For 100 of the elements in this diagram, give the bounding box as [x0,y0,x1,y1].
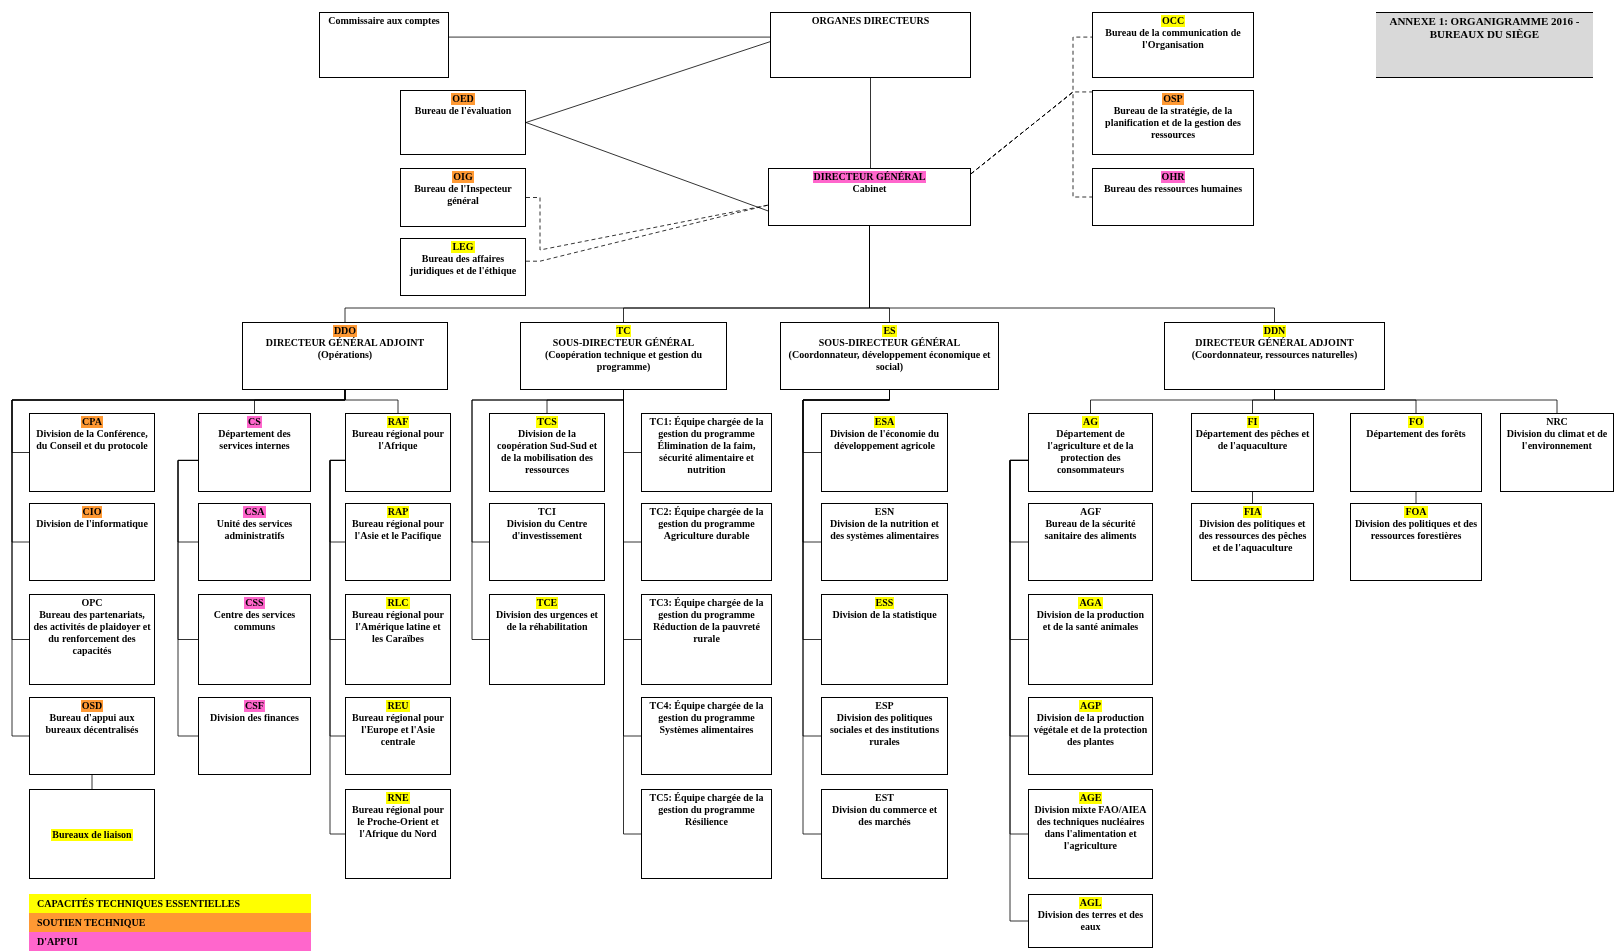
org-box [345,594,451,685]
unit-code: OED [451,93,475,105]
unit-description: Bureau de l'évaluation [414,105,512,117]
unit-code: DIRECTEUR GÉNÉRAL [812,171,927,183]
unit-code: FO [1408,416,1424,428]
unit-description: Bureau de l'Inspecteur général [413,183,513,207]
unit-code: OSP [1162,93,1184,105]
unit-code: CSF [244,700,265,712]
org-box [1350,413,1482,492]
unit-code: OCC [1160,15,1186,27]
unit-code: RLC [386,597,410,609]
org-box [780,322,999,390]
connector-line [525,122,769,212]
unit-code: OSD [80,700,104,712]
org-box [242,322,448,390]
unit-description: (Coordonnateur, ressources naturelles) [1191,349,1358,361]
unit-code: TCE [535,597,559,609]
legend-label: CAPACITÉS TECHNIQUES ESSENTIELLES [37,897,241,911]
org-box [641,697,772,775]
unit-code: AGP [1078,700,1103,712]
unit-code: DDN [1262,325,1287,337]
unit-description: Division des politiques et des ressources forestières [1354,518,1478,542]
org-box [821,789,948,879]
connector-line [1009,460,1029,922]
unit-description: Division des finances [210,712,299,724]
unit-name: Commissaire aux comptes [328,15,440,27]
unit-code: OIG [452,171,474,183]
org-box [641,413,772,492]
unit-description: Département des services internes [217,428,292,452]
connector-line [870,77,871,169]
unit-code: DDO [332,325,358,337]
connector-line [177,460,199,737]
unit-code: TC [615,325,632,337]
unit-code: Bureaux de liaison [51,829,133,841]
unit-description: Division mixte FAO/AIEA des techniques nucléaires dans l'alimentation et l'agriculture [1033,804,1148,852]
connector-line [525,204,769,262]
unit-description: Bureau régional pour l'Amérique latine et les Caraïbes [350,609,445,645]
unit-description: Département des pêches et de l'aquaculture [1195,428,1310,452]
connector-line [1252,491,1253,504]
title: ANNEXE 1: ORGANIGRAMME 2016 - BUREAUX DU SIÈGE [1388,15,1581,41]
org-box [1191,503,1314,581]
org-box [641,503,772,581]
unit-description: Division de la statistique [832,609,937,621]
org-box [345,789,451,879]
unit-description: Bureau régional pour l'Europe et l'Asie centrale [350,712,445,748]
org-box [1092,168,1254,226]
unit-description: Bureau de la communication de l'Organisation [1104,27,1242,51]
unit-name: EST [875,792,894,804]
org-box [1092,90,1254,155]
org-box [1092,12,1254,78]
org-box [198,594,311,685]
org-box [29,413,155,492]
unit-description: Bureau des partenariats, des activités de plaidoyer et du renforcement des capacités [33,609,151,657]
connector-line [448,36,771,38]
unit-description: SOUS-DIRECTEUR GÉNÉRAL [552,337,695,349]
unit-code: OHR [1160,171,1186,183]
org-box [29,697,155,775]
connector-line [970,91,1093,198]
unit-description: Division des urgences et de la réhabilitation [495,609,599,633]
unit-description: Division des politiques sociales et des institutions rurales [828,712,941,748]
org-box [489,503,605,581]
unit-name: TC4: Équipe chargée de la gestion du programme Systèmes alimentaires [648,700,765,736]
unit-description: Division de la production et de la santé animales [1035,609,1146,633]
unit-code: CSA [243,506,266,518]
unit-description: Bureau de la stratégie, de la planification et de la gestion des ressources [1104,105,1242,141]
org-box [489,413,605,492]
org-box [821,594,948,685]
unit-name: TC1: Équipe chargée de la gestion du programme Élimination de la faim, sécurité alimentaire et nutrition [648,416,765,476]
unit-code: CSS [244,597,265,609]
unit-description: Bureau régional pour l'Asie et le Pacifique [350,518,445,542]
unit-description: Bureau régional pour l'Afrique [350,428,445,452]
org-box [641,789,772,879]
org-box [29,594,155,685]
unit-name: ESP [875,700,894,712]
unit-description: Division du Centre d'investissement [505,518,589,542]
org-box [1350,503,1482,581]
unit-name: TC3: Équipe chargée de la gestion du programme Réduction de la pauvreté rurale [648,597,765,645]
unit-code: FOA [1404,506,1428,518]
org-box [198,697,311,775]
unit-description: Division de la coopération Sud-Sud et de la mobilisation des ressources [496,428,598,476]
unit-name: TC5: Équipe chargée de la gestion du programme Résilience [648,792,765,828]
org-box [319,12,449,78]
org-box [1028,413,1153,492]
unit-code: FI [1246,416,1259,428]
org-box [1028,594,1153,685]
unit-name: ORGANES DIRECTEURS [811,15,930,27]
org-box [520,322,727,390]
org-box [345,697,451,775]
unit-description: Bureau des ressources humaines [1103,183,1243,195]
unit-code: AGL [1078,897,1103,909]
unit-description: Division du commerce et des marchés [830,804,939,828]
unit-name: OPC [81,597,103,609]
unit-code: ESS [874,597,895,609]
org-box [770,12,971,78]
org-box [1028,503,1153,581]
org-box [400,168,526,227]
unit-code: ES [882,325,897,337]
unit-description: Bureau régional pour le Proche-Orient et l'Afrique du Nord [350,804,445,840]
unit-description: Bureau de la sécurité sanitaire des aliments [1043,518,1138,542]
unit-description: SOUS-DIRECTEUR GÉNÉRAL [818,337,961,349]
